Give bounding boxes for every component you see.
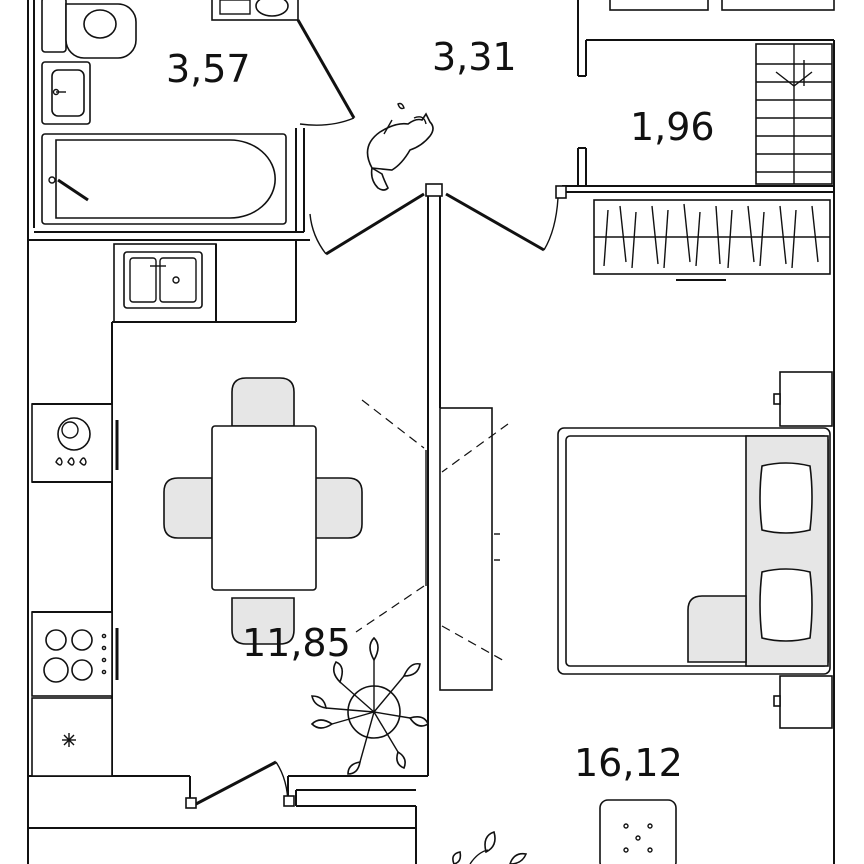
washing-machine-icon	[211, 0, 299, 21]
cat-icon	[366, 102, 434, 191]
room-area-bathroom: 3,57	[166, 47, 251, 91]
wardrobe-shelves-icon	[755, 43, 833, 185]
dashed-guide	[355, 399, 427, 633]
tv-unit-icon	[439, 407, 509, 691]
living-double-door	[309, 185, 567, 256]
entrance-door	[185, 760, 295, 809]
plant-icon	[310, 636, 429, 775]
oven-icon	[31, 403, 119, 483]
plant-icon-2	[452, 830, 528, 864]
room-area-kitchen-dining: 11,85	[242, 621, 351, 665]
kitchen-sink-icon	[113, 243, 217, 323]
wardrobe-rail-icon	[593, 199, 831, 281]
bathroom-door	[296, 19, 356, 126]
nightstand-icon-2	[773, 675, 833, 729]
double-bed-icon	[557, 427, 831, 675]
floor-rug-icon	[599, 799, 677, 864]
room-area-hallway: 3,31	[432, 35, 517, 79]
fridge-icon	[31, 697, 113, 777]
toilet-icon	[41, 0, 137, 59]
washbasin-icon	[41, 61, 91, 125]
dining-table-icon	[163, 377, 363, 645]
walls	[27, 0, 835, 864]
cooktop-icon	[31, 611, 119, 697]
nightstand-icon	[773, 371, 833, 427]
room-area-wardrobe: 1,96	[630, 105, 715, 149]
bathtub-icon	[41, 133, 287, 225]
room-area-bedroom: 16,12	[574, 741, 683, 785]
